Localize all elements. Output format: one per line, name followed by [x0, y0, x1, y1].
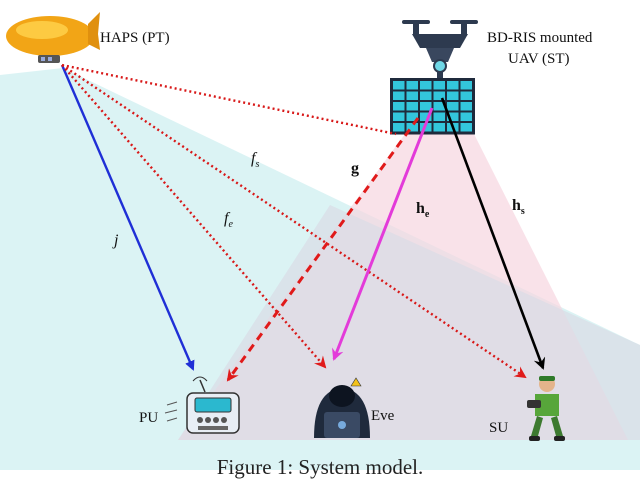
link-hs: [440, 97, 546, 370]
link-he-label: he: [416, 200, 430, 221]
ris-element: [447, 81, 459, 90]
haps-label: HAPS (PT): [100, 30, 170, 46]
ris-element: [393, 81, 405, 90]
link-he: [332, 107, 434, 361]
link-fs: [61, 64, 527, 379]
link-g-label: g: [351, 160, 359, 177]
ris-element: [447, 112, 459, 121]
ris-element: [393, 123, 405, 132]
ris-element: [406, 81, 418, 90]
ris-element: [460, 112, 472, 121]
ris-element: [460, 123, 472, 132]
ris-element: [420, 112, 432, 121]
ris-element: [420, 91, 432, 100]
su-person-icon: [527, 376, 565, 441]
ris-element: [393, 112, 405, 121]
ris-element: [420, 102, 432, 111]
eve-label: Eve: [371, 408, 395, 424]
link-pu: [61, 63, 397, 136]
uav-drone-icon: [402, 20, 478, 80]
ris-element: [420, 81, 432, 90]
ris-element: [433, 112, 445, 121]
ris-element: [433, 81, 445, 90]
ris-element: [393, 102, 405, 111]
ris-element: [447, 91, 459, 100]
ris-element: [406, 123, 418, 132]
ris-element: [393, 91, 405, 100]
haps-airship-icon: [6, 12, 100, 63]
ris-element: [406, 112, 418, 121]
link-g: [226, 117, 420, 382]
ris-element: [433, 91, 445, 100]
pu-label: PU: [139, 410, 159, 426]
pu-device-icon: [164, 376, 240, 434]
eve-hacker-icon: [314, 377, 370, 438]
link-fs-label: fs: [251, 150, 260, 171]
ris-element: [460, 81, 472, 90]
link-j: [60, 64, 195, 371]
ris-element: [406, 91, 418, 100]
link-j-label: j: [114, 232, 119, 249]
uav-label-line2: UAV (ST): [508, 51, 570, 67]
ris-element: [433, 102, 445, 111]
link-fe-label: fe: [224, 210, 233, 231]
bd-ris-panel: [390, 78, 475, 135]
link-hs-label: hs: [512, 197, 525, 218]
overlap-area: [178, 205, 640, 440]
uav-label-line1: BD-RIS mounted: [487, 30, 593, 46]
figure-caption: Figure 1: System model.: [216, 455, 424, 479]
ris-element: [406, 102, 418, 111]
su-label: SU: [489, 420, 509, 436]
ris-element: [460, 91, 472, 100]
ris-element: [447, 102, 459, 111]
ris-element: [460, 102, 472, 111]
link-fe: [61, 64, 327, 369]
ris-element: [433, 123, 445, 132]
